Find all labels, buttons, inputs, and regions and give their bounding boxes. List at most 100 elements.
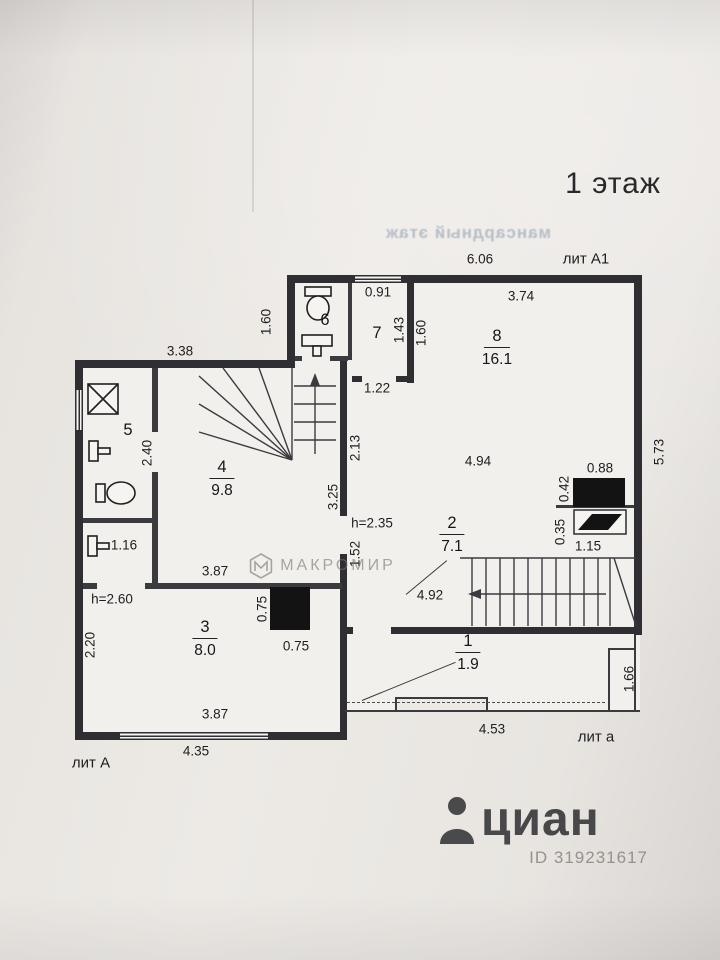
window-room3-bottom xyxy=(120,732,268,740)
dim-label: 6.06 xyxy=(466,251,494,267)
bleedthrough-text: мансардный этаж xyxy=(385,223,551,242)
room-label-8: 8 16.1 xyxy=(482,327,512,368)
wall-room6-7 xyxy=(348,283,352,360)
wall-room7-right xyxy=(407,283,414,383)
door-room2-room1 xyxy=(353,627,391,634)
room-label-5: 5 xyxy=(123,421,132,440)
room-number: 3 xyxy=(192,618,218,640)
toilet-icon xyxy=(95,481,136,505)
toilet-icon xyxy=(304,286,332,321)
dim-label: 0.88 xyxy=(586,460,614,476)
washbasin-icon xyxy=(87,535,110,557)
dim-label: 2.20 xyxy=(82,631,98,659)
dim-label: 4.35 xyxy=(182,743,210,759)
stairs-straight xyxy=(460,557,637,627)
dim-label: 0.91 xyxy=(364,284,392,300)
dim-label: 1.22 xyxy=(363,380,391,396)
lit-a-label: лит А xyxy=(71,754,111,772)
door-room6 xyxy=(302,356,330,361)
room-number: 6 xyxy=(320,311,330,329)
window-room5-left xyxy=(75,390,83,430)
dim-label: 4.94 xyxy=(464,453,492,469)
room-number: 2 xyxy=(439,514,465,536)
room-label-4: 4 9.8 xyxy=(209,458,235,500)
wall-room1-top xyxy=(347,627,642,634)
door-room7 xyxy=(362,376,396,382)
shower-icon xyxy=(87,383,119,415)
page-title: 1 этаж xyxy=(565,167,661,200)
paper-fold-line xyxy=(252,0,254,212)
room-area: 9.8 xyxy=(211,482,233,500)
room-label-6: 6 xyxy=(320,311,329,330)
wall-top xyxy=(287,275,642,283)
dim-label: 5.73 xyxy=(651,438,667,466)
porch-step xyxy=(395,697,488,712)
room-area: 7.1 xyxy=(441,538,463,556)
room-area: 16.1 xyxy=(481,351,513,369)
watermark-hexagon-icon xyxy=(249,553,273,579)
door-room5 xyxy=(152,432,158,472)
dim-label: 4.53 xyxy=(478,721,506,737)
room-area: 1.9 xyxy=(457,656,479,674)
room-number: 4 xyxy=(209,458,235,480)
dim-label: 1.16 xyxy=(110,537,138,553)
room-number: 8 xyxy=(484,327,510,349)
porch-right-line xyxy=(634,635,636,712)
porch-inner-line xyxy=(608,648,610,712)
dim-label: 4.92 xyxy=(416,587,444,603)
room-number: 7 xyxy=(372,324,382,342)
dim-label: 3.74 xyxy=(507,288,535,304)
stove-block xyxy=(270,587,310,630)
dim-label: 3.87 xyxy=(201,706,229,722)
wall-left xyxy=(75,360,83,740)
dim-label: 1.15 xyxy=(574,538,602,554)
room-label-2: 2 7.1 xyxy=(439,514,465,556)
washbasin-icon xyxy=(88,440,111,462)
porch-top-line xyxy=(608,648,636,650)
lit-a1-label: лит А1 xyxy=(562,250,610,268)
stairs-winder xyxy=(198,367,336,461)
wall-room5-partition xyxy=(83,518,152,523)
lit-a-small-label: лит а xyxy=(577,728,615,746)
listing-id: ID 319231617 xyxy=(529,848,648,867)
flue-block xyxy=(573,478,625,507)
room-area: 8.0 xyxy=(194,642,216,660)
porch-dashed-line xyxy=(347,702,605,703)
dim-label: 1.60 xyxy=(413,319,429,347)
dim-label: 0.35 xyxy=(552,518,568,546)
wall-room3-top xyxy=(83,583,342,589)
room-label-3: 3 8.0 xyxy=(192,618,218,660)
wall-right xyxy=(634,275,642,635)
dim-label: 3.38 xyxy=(166,343,194,359)
wall-room5-right xyxy=(152,368,158,584)
dim-label: 0.42 xyxy=(556,475,572,503)
watermark-text: МАКРОМИР xyxy=(280,557,396,574)
door-room4-room2 xyxy=(340,516,347,554)
cian-person-icon xyxy=(440,797,474,844)
door-room3 xyxy=(97,583,145,589)
room-number: 5 xyxy=(123,421,133,439)
dim-label: 1.66 xyxy=(621,665,637,693)
brand-logo-text: циан xyxy=(481,793,600,846)
dim-label: 2.13 xyxy=(347,434,363,462)
furnace-symbol xyxy=(573,509,627,535)
room-label-7: 7 xyxy=(372,324,381,343)
dim-label: h=2.35 xyxy=(351,515,393,531)
dim-label: 3.25 xyxy=(325,483,341,511)
floor-block-a xyxy=(75,360,347,740)
dim-label: 0.75 xyxy=(282,638,310,654)
dim-label: 1.43 xyxy=(391,316,407,344)
sink-icon xyxy=(301,334,333,357)
porch-bottom-line xyxy=(345,710,640,712)
dim-label: h=2.60 xyxy=(91,591,133,607)
dim-label: 3.87 xyxy=(201,563,229,579)
floor-room1 xyxy=(347,626,640,712)
dim-label: 0.75 xyxy=(254,595,270,623)
wall-a-top xyxy=(75,360,295,368)
dim-label: 1.60 xyxy=(258,308,274,336)
wall-a1-left xyxy=(287,275,295,368)
dim-label: 2.40 xyxy=(139,439,155,467)
room-number: 1 xyxy=(455,632,481,654)
room-label-1: 1 1.9 xyxy=(455,632,481,674)
